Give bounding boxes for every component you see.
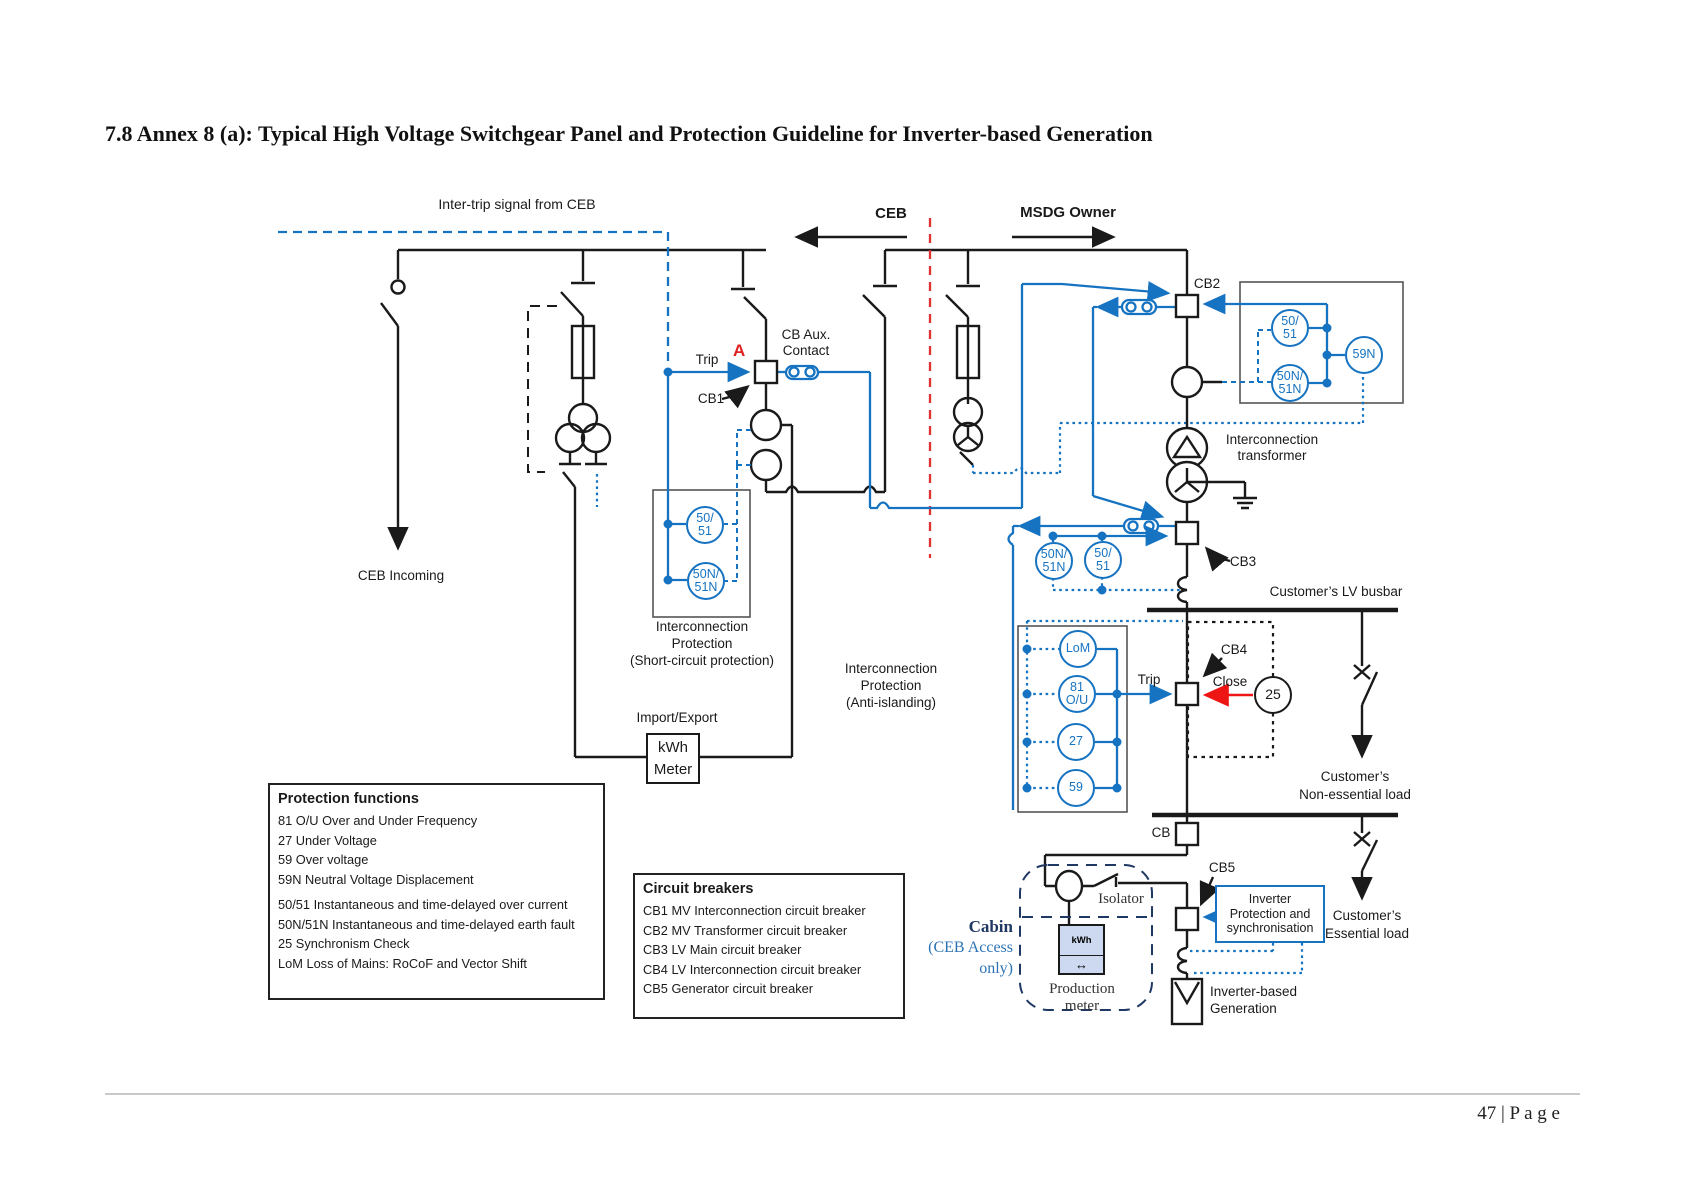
protection-functions-items: 81 O/U Over and Under Frequency 27 Under…: [278, 813, 575, 971]
production-meter-label-2: meter: [1064, 998, 1100, 1014]
metering-ct: [1054, 869, 1084, 903]
relay-50n51n-mv: 50N/51N: [687, 562, 725, 600]
cb2-label: CB2: [1193, 276, 1221, 291]
ceb-side-label: CEB: [875, 205, 907, 222]
lv-busbar-label: Customer’s LV busbar: [1269, 584, 1403, 599]
page-number: 47 | P a g e: [1477, 1103, 1560, 1124]
breaker-squares: [753, 293, 1200, 932]
trip-cb1-label: Trip: [695, 352, 719, 367]
relay-5051-mv: 50/51: [686, 506, 724, 544]
essential-load-label-2: Essential load: [1324, 926, 1410, 941]
inverter-generation-label-2: Generation: [1210, 1001, 1277, 1016]
dashed-boundary-bracket: [527, 305, 557, 473]
msdg-mv-branch: [945, 250, 1365, 475]
inverter-protection-box: Inverter Protection and synchronisation: [1215, 885, 1325, 943]
isolator-label: Isolator: [1098, 891, 1144, 907]
ct-squiggle-gen: [1176, 946, 1188, 975]
earth-symbol: [1233, 496, 1257, 510]
relay-50n51n-cb2: 50N/51N: [1271, 364, 1309, 402]
relay-5051-cb2: 50/51: [1271, 309, 1309, 347]
label-pointers: [721, 385, 1231, 907]
cb-symbol: [1174, 821, 1200, 847]
relay-lom: LoM: [1059, 630, 1097, 668]
cabin-label-1: Cabin: [968, 917, 1013, 936]
circuit-breakers-legend: Circuit breakers CB1 MV Interconnection …: [633, 873, 905, 1019]
inverter-generation-label-1: Inverter-based: [1210, 984, 1298, 999]
intertrip-label: Inter-trip signal from CEB: [438, 196, 596, 212]
interconnection-transformer-label-1: Interconnection: [1225, 432, 1319, 447]
production-meter: kWh ↔: [1058, 924, 1105, 975]
cb4-label: CB4: [1220, 642, 1248, 657]
cb3-label: CB3: [1229, 554, 1257, 569]
isolator-switch: [1093, 872, 1187, 888]
relay-59: 59: [1057, 769, 1095, 807]
relay-5051-lv: 50/51: [1084, 541, 1122, 579]
ceb-incoming-feeder: [380, 250, 409, 551]
cabin-outline: [1019, 864, 1153, 1011]
protection-functions-title: Protection functions: [278, 791, 419, 807]
circuit-breakers-items: CB1 MV Interconnection circuit breaker C…: [643, 903, 866, 996]
cabin-label-3: only): [979, 960, 1013, 977]
scp-label-2: Protection: [671, 636, 733, 651]
relay-27: 27: [1057, 723, 1095, 761]
anti-islanding-wiring: [1022, 619, 1183, 793]
close-label: Close: [1212, 674, 1248, 689]
anti-islanding-label-3: (Anti-islanding): [845, 695, 937, 710]
scp-label-3: (Short-circuit protection): [629, 653, 775, 668]
anti-islanding-label-1: Interconnection: [844, 661, 938, 676]
page-title: 7.8 Annex 8 (a): Typical High Voltage Sw…: [105, 121, 1153, 146]
cb-label: CB: [1151, 825, 1171, 840]
trip-cb4-label: Trip: [1137, 672, 1161, 687]
interconnection-transformer-label-2: transformer: [1237, 448, 1307, 463]
non-essential-load-label-1: Customer’s: [1320, 769, 1390, 784]
relay-boxes: [652, 281, 1404, 813]
cb-aux-contact-label-1: CB Aux.: [781, 327, 831, 342]
ceb-incoming-label: CEB Incoming: [357, 568, 445, 583]
cb3-symbol: [1174, 520, 1200, 546]
scp-label-1: Interconnection: [655, 619, 749, 634]
cb5-label: CB5: [1208, 860, 1236, 875]
cb2-relay-wiring: [1091, 293, 1345, 521]
circuit-breakers-title: Circuit breakers: [643, 881, 754, 897]
footer-divider: [105, 1093, 1580, 1095]
relay-59n: 59N: [1345, 336, 1383, 374]
relay-50n51n-lv: 50N/51N: [1035, 542, 1073, 580]
msdg-owner-label: MSDG Owner: [1020, 204, 1116, 221]
cb-aux-contact-label-2: Contact: [782, 343, 830, 358]
cabin-label-2: (CEB Access: [928, 939, 1013, 956]
cb1-label: CB1: [697, 391, 725, 406]
production-meter-label-1: Production: [1049, 981, 1115, 997]
anti-islanding-label-2: Protection: [860, 678, 922, 693]
import-export-kwh-meter: kWh Meter: [646, 733, 700, 784]
inverter-protection-wiring: [1190, 906, 1304, 975]
cb2-symbol: [1174, 293, 1200, 319]
cb5-symbol: [1174, 906, 1200, 932]
protection-functions-legend: Protection functions 81 O/U Over and Und…: [268, 783, 605, 1000]
load-feeders: [1351, 610, 1379, 901]
point-a-marker: A: [733, 341, 746, 360]
metering-loop: [573, 423, 794, 759]
non-essential-load-label-2: Non-essential load: [1299, 787, 1411, 802]
cb3-relay-wiring: [1007, 515, 1183, 810]
ceb-vt-branch: [527, 250, 612, 507]
import-export-label: Import/Export: [636, 710, 718, 725]
cb1-branch: [731, 250, 897, 494]
essential-load-label-1: Customer’s: [1332, 908, 1402, 923]
bidirectional-arrow-icon: ↔: [1060, 955, 1103, 973]
cb1-symbol: [753, 359, 779, 385]
cb4-symbol: [1174, 681, 1200, 707]
ct-squiggle-lv: [1176, 575, 1188, 604]
msdg-main-column: [1043, 250, 1398, 1026]
relay-25-sync-check: 25: [1254, 676, 1292, 714]
intertrip-signals: [278, 230, 1171, 585]
